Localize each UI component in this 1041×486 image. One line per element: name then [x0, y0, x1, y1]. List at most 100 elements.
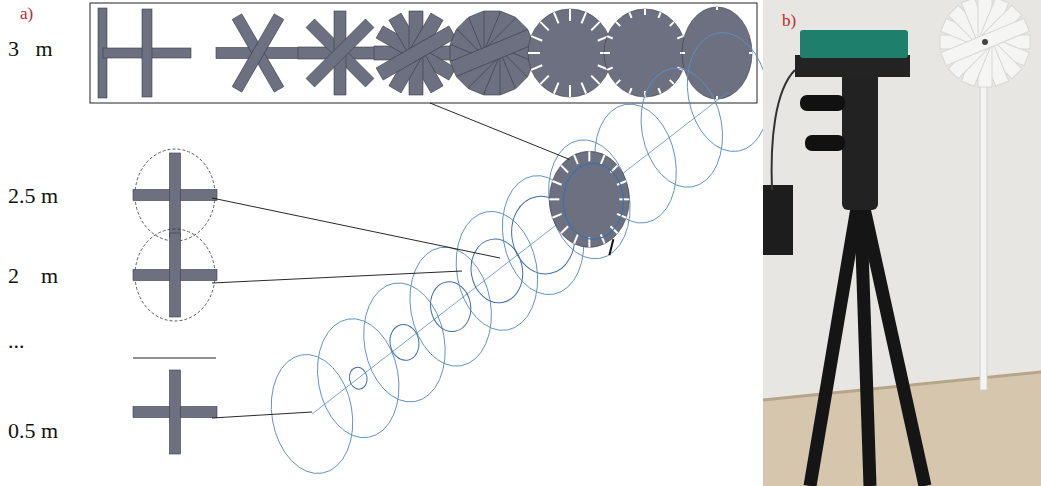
tripod-head — [842, 70, 878, 210]
notch — [591, 76, 599, 84]
cylinder-ring — [401, 241, 501, 373]
camera-case — [800, 30, 908, 58]
photo-setup — [763, 0, 1041, 486]
shape-arm — [170, 370, 181, 454]
notch — [552, 214, 561, 218]
disc-shape — [682, 7, 752, 99]
distance-label: 3 m — [8, 38, 53, 60]
notch — [588, 151, 590, 161]
shape-arm — [170, 233, 181, 317]
tripod-handle — [805, 135, 845, 151]
target-stick — [609, 239, 613, 255]
panel-letter: a) — [20, 5, 33, 22]
view-ring — [563, 163, 623, 239]
notch — [601, 234, 605, 243]
axis-line — [312, 92, 728, 414]
notch — [540, 76, 548, 84]
notch — [554, 83, 559, 94]
view-ring — [545, 148, 633, 251]
notch — [616, 22, 620, 26]
leader-line — [212, 412, 312, 418]
notch — [549, 198, 559, 200]
leader-line — [212, 271, 462, 283]
notch — [629, 12, 631, 18]
distance-label: ... — [8, 330, 25, 352]
notch — [569, 85, 571, 97]
cylinder-ring — [678, 26, 778, 158]
target-shapes — [98, 7, 752, 99]
notch — [716, 96, 718, 99]
view-cylinder — [262, 26, 778, 480]
tripod-leg — [860, 190, 925, 486]
target-center — [982, 39, 988, 45]
notch — [528, 52, 540, 54]
notch — [682, 52, 685, 54]
target-arm — [941, 18, 1030, 65]
notch — [581, 83, 586, 94]
shape-panel — [90, 3, 757, 103]
target-stand — [980, 60, 987, 390]
separator — [133, 358, 216, 359]
notch — [607, 68, 613, 70]
shape-arm — [170, 153, 181, 237]
notch — [561, 226, 568, 233]
view-ring — [348, 366, 369, 391]
disc-shape — [528, 9, 612, 97]
distance-crosses — [133, 149, 217, 454]
notch — [531, 36, 542, 41]
leader-lines — [212, 103, 569, 418]
shape-arm — [232, 14, 284, 92]
target-arm — [948, 5, 1022, 79]
panel-letter: b) — [782, 12, 796, 29]
disc-shape — [604, 9, 686, 97]
shape-arm — [232, 14, 284, 92]
notch — [716, 7, 718, 10]
notch — [569, 9, 571, 21]
notch — [629, 88, 631, 94]
view-ring — [466, 235, 528, 307]
view-ring — [387, 322, 422, 362]
shape-arm — [376, 26, 456, 80]
notch — [601, 155, 605, 164]
notch — [574, 234, 578, 243]
shape-arm — [306, 19, 374, 87]
distance-label: 0.5 m — [8, 420, 58, 442]
tripod-leg — [810, 190, 860, 486]
cylinder-ring — [355, 276, 455, 408]
camera-body — [795, 55, 910, 77]
tripod-handle — [800, 95, 845, 111]
notch — [670, 22, 674, 26]
leader-line — [430, 103, 569, 159]
notch — [749, 52, 752, 54]
notch — [591, 22, 599, 30]
notch — [561, 165, 568, 172]
notch — [554, 12, 559, 23]
cable — [772, 70, 795, 190]
notch — [552, 181, 561, 185]
notch — [658, 12, 660, 18]
distance-label: 2 m — [8, 265, 58, 287]
cylinder-ring — [308, 312, 408, 444]
distance-label: 2.5 m — [8, 185, 58, 207]
notch — [581, 12, 586, 23]
notch — [644, 9, 646, 15]
leader-line — [212, 198, 500, 258]
notch — [531, 65, 542, 70]
notch — [677, 36, 683, 38]
shape-arm — [450, 30, 534, 77]
shape-arm — [142, 9, 152, 97]
cylinder-ring — [447, 205, 547, 337]
notch — [607, 36, 613, 38]
tripod-arm — [763, 185, 793, 255]
notch — [540, 22, 548, 30]
notch — [616, 80, 620, 84]
notch — [658, 88, 660, 94]
disc-shape — [549, 151, 629, 247]
notch — [604, 52, 610, 54]
notch — [670, 80, 674, 84]
notch — [574, 155, 578, 164]
cylinder-ring — [632, 62, 732, 194]
notch — [619, 198, 629, 200]
